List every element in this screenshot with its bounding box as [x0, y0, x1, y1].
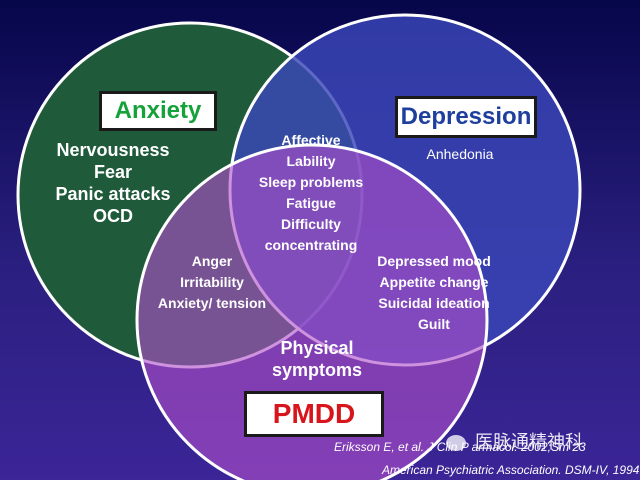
anxiety-item: OCD: [93, 205, 133, 226]
pmdd-items: Physical symptoms: [262, 338, 372, 382]
anxiety-items: Nervousness Fear Panic attacks OCD: [38, 140, 188, 228]
depression-title-box: Depression: [395, 96, 537, 138]
overlap-item: Anger: [191, 253, 233, 269]
overlap-item: Appetite change: [379, 274, 489, 290]
chat-bubble-icon: [446, 435, 466, 452]
anxiety-title-box: Anxiety: [99, 91, 217, 131]
overlap-item: Guilt: [418, 316, 450, 332]
anxiety-item: Fear: [93, 161, 133, 182]
anxiety-pmdd-items: Anger Irritability Anxiety/ tension: [148, 251, 276, 314]
all-three-items: Affective Lability Sleep problems Fatigu…: [243, 130, 379, 256]
overlap-item: concentrating: [264, 237, 358, 253]
depression-pmdd-items: Depressed mood Appetite change Suicidal …: [365, 251, 503, 335]
overlap-item: Depressed mood: [377, 253, 491, 269]
depression-items: Anhedonia: [415, 146, 505, 163]
overlap-item: Anxiety/ tension: [157, 295, 267, 311]
watermark-text: 医脉通精神科: [475, 432, 584, 452]
overlap-item: Suicidal ideation: [378, 295, 490, 311]
depression-title: Depression: [400, 103, 532, 130]
anxiety-item: Panic attacks: [55, 183, 171, 204]
overlap-item: Irritability: [180, 274, 244, 290]
anxiety-item: Nervousness: [56, 140, 170, 160]
overlap-item: Sleep problems: [258, 174, 364, 190]
depression-item: Anhedonia: [426, 146, 494, 162]
pmdd-title-box: PMDD: [244, 391, 384, 437]
pmdd-item: Physical: [280, 338, 354, 358]
pmdd-title: PMDD: [272, 398, 356, 429]
overlap-item: Lability: [286, 153, 336, 169]
reference-line-2: American Psychiatric Association. DSM-IV…: [382, 463, 640, 477]
overlap-item: Affective: [281, 132, 341, 148]
reference-line-1: Eriksson E, et al. J Clin P armacol. 200…: [334, 440, 586, 454]
pmdd-circle: [135, 143, 489, 480]
watermark: 医脉通精神科: [446, 428, 583, 454]
pmdd-item: symptoms: [271, 359, 363, 380]
overlap-item: Fatigue: [286, 195, 336, 211]
anxiety-title: Anxiety: [114, 97, 202, 124]
overlap-item: Difficulty: [281, 216, 341, 232]
